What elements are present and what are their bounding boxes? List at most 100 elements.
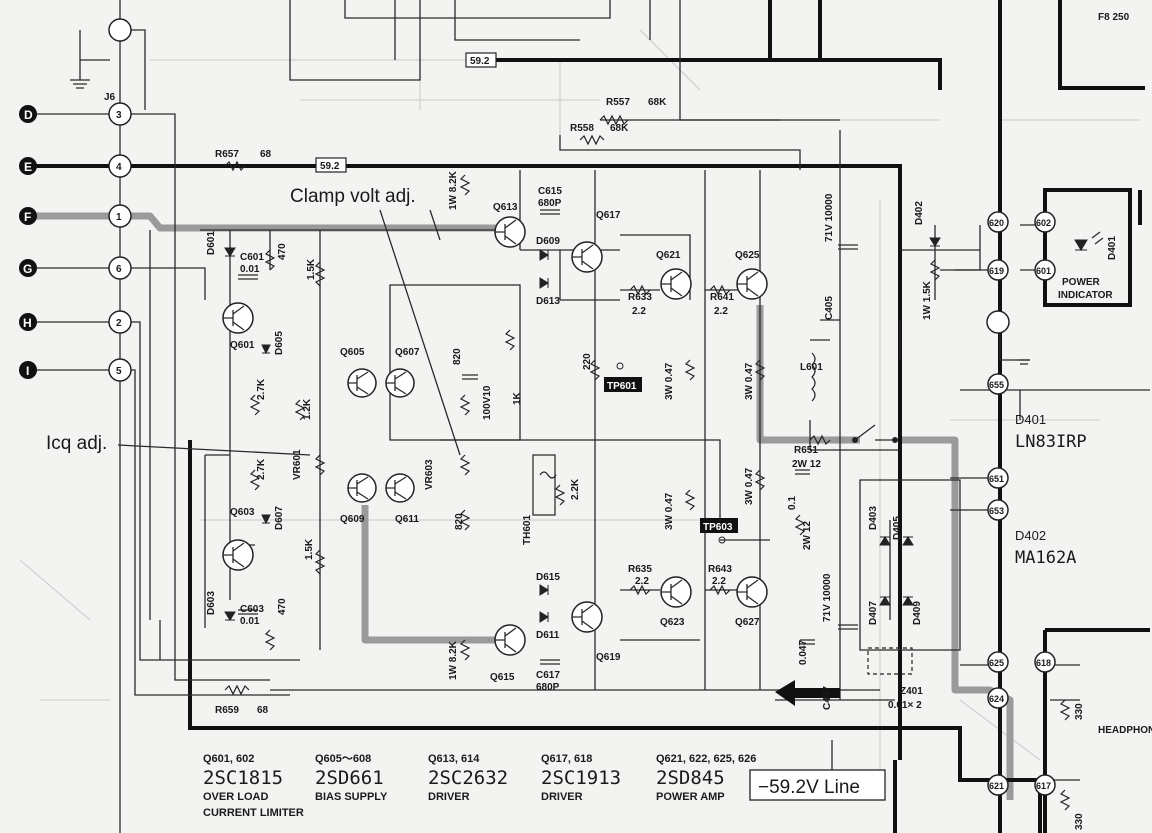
svg-text:D607: D607 — [274, 506, 285, 530]
annotations: Clamp volt adj. Icq adj. −59.2V Line — [46, 186, 886, 801]
svg-text:0.01: 0.01 — [240, 616, 260, 627]
svg-text:2.2: 2.2 — [714, 306, 728, 317]
svg-text:470: 470 — [277, 598, 288, 615]
svg-text:680P: 680P — [536, 682, 560, 693]
rjack-label: 624 — [989, 694, 1004, 704]
svg-text:D403: D403 — [868, 506, 879, 530]
jack-label: 4 — [116, 162, 122, 173]
svg-text:D603: D603 — [206, 591, 217, 615]
svg-text:R643: R643 — [708, 564, 732, 575]
svg-text:2.2K: 2.2K — [570, 478, 581, 500]
svg-text:L601: L601 — [800, 362, 823, 373]
svg-text:R657: R657 — [215, 149, 239, 160]
jack-label: 1 — [116, 212, 122, 223]
component-labels: R557 68K R558 68K R657 68 R659 68 C615 6… — [206, 12, 1152, 830]
svg-text:1W 8.2K: 1W 8.2K — [448, 640, 459, 680]
connector-terminals: D E F G H I J6 — [19, 92, 116, 379]
svg-text:C407: C407 — [822, 686, 833, 710]
clamp-volt-adj-label: Clamp volt adj. — [290, 186, 416, 207]
jack-label: 2 — [116, 318, 122, 329]
svg-text:Q621: Q621 — [656, 250, 681, 261]
svg-text:3W 0.47: 3W 0.47 — [744, 362, 755, 400]
svg-text:2W 12: 2W 12 — [792, 459, 821, 470]
svg-text:470: 470 — [277, 243, 288, 260]
d401-part: LN83IRP — [1015, 432, 1087, 452]
right-connectors: 620 602 619 601 655 651 653 625 618 624 … — [986, 211, 1056, 796]
svg-text:0.1: 0.1 — [787, 496, 798, 510]
svg-text:R659: R659 — [215, 705, 239, 716]
svg-text:100V10: 100V10 — [482, 385, 493, 420]
table-desc: CURRENT LIMITER — [203, 807, 304, 819]
svg-text:Q617: Q617 — [596, 210, 621, 221]
svg-text:R557: R557 — [606, 97, 630, 108]
rjack-label: 619 — [989, 266, 1004, 276]
svg-text:3W 0.47: 3W 0.47 — [664, 362, 675, 400]
svg-text:220: 220 — [582, 353, 593, 370]
ground-symbols — [70, 79, 1030, 365]
tp603-label: TP603 — [703, 522, 733, 533]
transistor-table: Q601, 602 2SC1815 OVER LOAD CURRENT LIMI… — [203, 753, 756, 819]
svg-text:F8 250: F8 250 — [1098, 12, 1130, 23]
svg-text:VR603: VR603 — [424, 459, 435, 490]
connector-H-label: H — [23, 316, 32, 330]
svg-text:1.2K: 1.2K — [302, 398, 313, 420]
connector-H — [19, 313, 37, 331]
svg-text:2.2: 2.2 — [632, 306, 646, 317]
svg-text:Q619: Q619 — [596, 652, 621, 663]
svg-text:D405: D405 — [892, 516, 903, 540]
table-part: 2SC1815 — [203, 767, 283, 789]
svg-text:3W 0.47: 3W 0.47 — [744, 467, 755, 505]
svg-text:R633: R633 — [628, 292, 652, 303]
svg-text:D409: D409 — [912, 601, 923, 625]
svg-text:Q615: Q615 — [490, 672, 515, 683]
svg-text:0.01× 2: 0.01× 2 — [888, 700, 922, 711]
svg-text:POWER: POWER — [1062, 277, 1101, 288]
svg-text:C405: C405 — [824, 296, 835, 320]
svg-text:1.5K: 1.5K — [306, 258, 317, 280]
connector-E-label: E — [24, 160, 32, 174]
svg-text:Z401: Z401 — [900, 686, 923, 697]
svg-text:2.7K: 2.7K — [256, 378, 267, 400]
volt-box-mid: 59.2 — [320, 161, 340, 172]
svg-text:D611: D611 — [536, 630, 560, 641]
svg-text:Q611: Q611 — [395, 514, 419, 525]
connector-j-label: J6 — [104, 92, 116, 103]
connector-I-label: I — [26, 364, 29, 378]
resistors — [224, 114, 1071, 811]
d402-part: MA162A — [1015, 548, 1076, 568]
table-part: 2SC1913 — [541, 767, 621, 789]
svg-text:D401: D401 — [1107, 236, 1118, 260]
svg-text:68K: 68K — [610, 123, 629, 134]
svg-text:INDICATOR: INDICATOR — [1058, 290, 1113, 301]
svg-text:R641: R641 — [710, 292, 734, 303]
table-ref: Q617, 618 — [541, 753, 592, 765]
svg-text:Q623: Q623 — [660, 617, 685, 628]
icq-adj-label: Icq adj. — [46, 433, 107, 454]
diodes — [224, 231, 1104, 623]
svg-text:0.047: 0.047 — [798, 640, 809, 665]
rjack-label: 601 — [1036, 266, 1051, 276]
svg-text:71V 10000: 71V 10000 — [822, 573, 833, 622]
table-desc: OVER LOAD — [203, 791, 268, 803]
line-voltage-label: −59.2V Line — [758, 777, 860, 798]
svg-text:330: 330 — [1074, 813, 1085, 830]
table-ref: Q621, 622, 625, 626 — [656, 753, 756, 765]
rjack-label: 625 — [989, 658, 1004, 668]
svg-text:1K: 1K — [512, 391, 523, 405]
connector-F — [19, 207, 37, 225]
svg-text:2.2: 2.2 — [635, 576, 649, 587]
svg-text:Q625: Q625 — [735, 250, 760, 261]
line-arrow — [775, 680, 840, 706]
svg-text:R651: R651 — [794, 445, 818, 456]
jack-label: 6 — [116, 264, 122, 275]
table-part: 2SC2632 — [428, 767, 508, 789]
connector-D-label: D — [24, 108, 33, 122]
connector-D — [19, 105, 37, 123]
svg-text:68: 68 — [257, 705, 269, 716]
svg-text:680P: 680P — [538, 198, 562, 209]
svg-text:0.01: 0.01 — [240, 264, 260, 275]
svg-text:Q605: Q605 — [340, 347, 365, 358]
transistors — [222, 216, 768, 656]
svg-text:Q613: Q613 — [493, 202, 518, 213]
rjack-label: 651 — [989, 474, 1004, 484]
